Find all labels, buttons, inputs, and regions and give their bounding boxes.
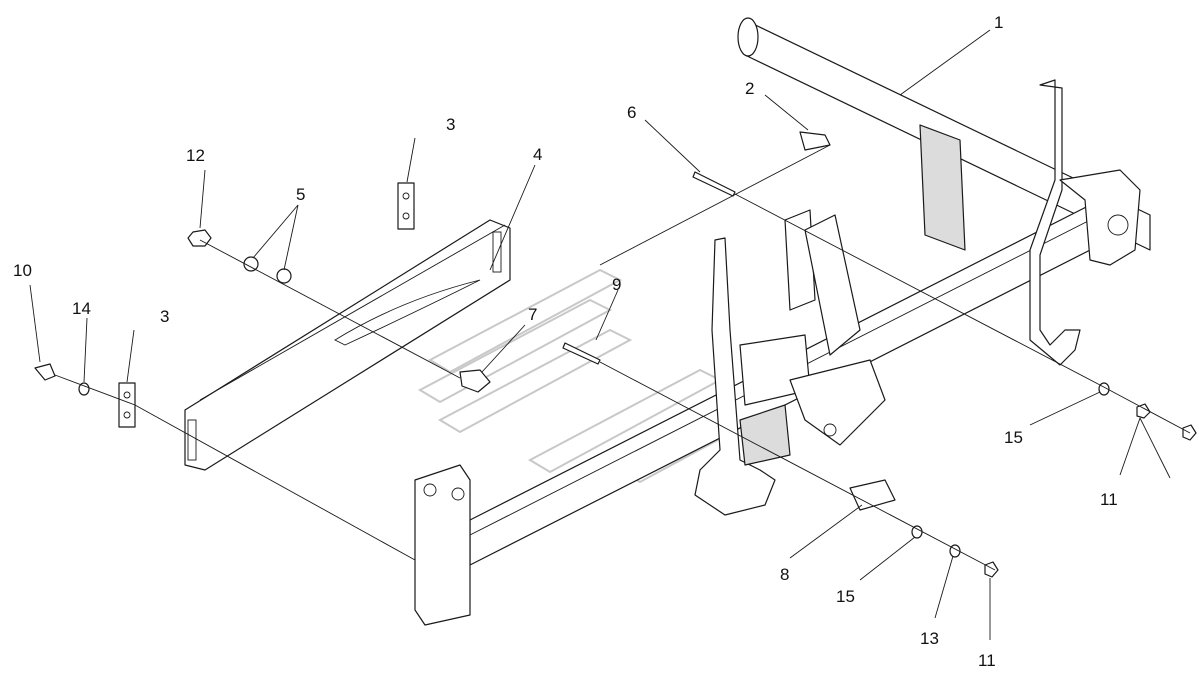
callout-label: 15 [836, 587, 855, 606]
callout-label: 3 [446, 115, 455, 134]
callout-label: 4 [533, 145, 542, 164]
callout-label: 11 [1100, 490, 1118, 509]
right-bracket-part [919, 79, 1141, 366]
assembly-axis-lines [54, 144, 1191, 571]
callout-leaders [29, 29, 1171, 640]
callout-label: 6 [627, 103, 636, 122]
frame-beam-part [414, 199, 1101, 626]
callout-label: 13 [920, 629, 939, 648]
callout-label: 1 [994, 13, 1003, 32]
callout-label: 11 [978, 651, 996, 670]
callout-label: 3 [160, 307, 169, 326]
callout-label: 12 [186, 146, 205, 165]
callout-label: 10 [13, 261, 32, 280]
slotted-bar-part [184, 219, 511, 471]
fastener-parts [34, 131, 1197, 578]
callout-label: 5 [296, 185, 305, 204]
plate-part-lower [118, 382, 136, 428]
callout-label: 2 [745, 79, 754, 98]
callout-label: 15 [1004, 428, 1023, 447]
callout-label: 9 [612, 275, 621, 294]
plate-part-upper [397, 182, 415, 230]
callout-label: 7 [528, 305, 537, 324]
callout-label: 14 [72, 299, 91, 318]
callout-label: 8 [780, 565, 789, 584]
middle-bracket-part [694, 209, 886, 516]
